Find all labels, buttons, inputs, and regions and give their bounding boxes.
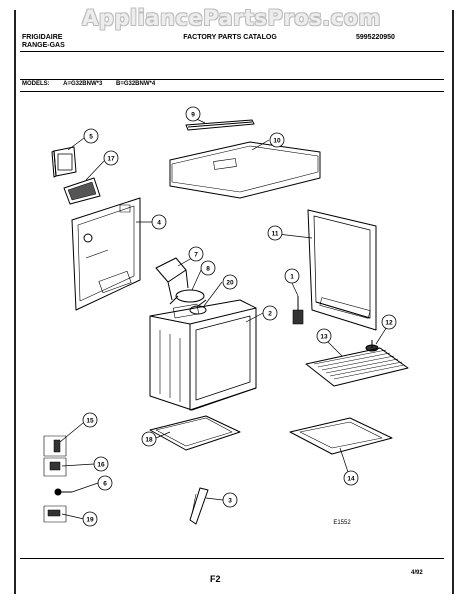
callout-15-label: 15 (86, 418, 94, 425)
page-frame (14, 10, 454, 594)
part-14-broiler-pan (289, 417, 393, 455)
callout-16-label: 16 (97, 462, 105, 469)
model-b: B=G32BNW*4 (115, 81, 156, 87)
callout-6-label: 6 (103, 481, 107, 488)
callout-4-circle (151, 214, 167, 230)
callout-4-label: 4 (157, 220, 161, 227)
callout-18-label: 18 (145, 437, 153, 444)
callout-circles (82, 106, 397, 527)
callout-2-label: 2 (268, 311, 272, 318)
part-3-spring (189, 487, 209, 525)
watermark: AppliancePartsPros.com (82, 6, 381, 30)
page-number: F2 (210, 574, 221, 584)
callout-15-circle (82, 412, 98, 428)
part-10-cooktop (169, 141, 321, 199)
callout-16-circle (93, 456, 109, 472)
callout-1-circle (284, 268, 300, 284)
part-17-plate (63, 177, 101, 205)
models-label: MODELS: (22, 81, 50, 87)
callout-5-circle (83, 128, 99, 144)
callout-12-circle (381, 314, 397, 330)
part-2-oven-body (149, 299, 257, 411)
callout-10-circle (269, 132, 285, 148)
callout-7-label: 7 (194, 252, 198, 259)
brand-block: FRIGIDAIRE RANGE-GAS (22, 34, 65, 50)
callout-3-label: 3 (228, 498, 232, 505)
catalog-title: FACTORY PARTS CATALOG (183, 34, 277, 41)
figure-id: E1552 (333, 520, 351, 526)
part-19-connector (43, 505, 67, 523)
callout-19-label: 19 (86, 517, 94, 524)
callout-20-label: 20 (226, 280, 234, 287)
callout-5-label: 5 (89, 134, 93, 141)
part-16-clip (43, 457, 67, 477)
callout-1-label: 1 (290, 274, 294, 281)
footer-divider (20, 558, 444, 559)
header-divider (20, 51, 444, 52)
part-1-hinge (292, 296, 304, 325)
part-7-burner-bracket (155, 257, 189, 301)
revision-date: 4/92 (411, 570, 423, 576)
part-9-top-trim (185, 119, 255, 131)
callout-20-circle (222, 274, 238, 290)
callout-9-circle (185, 106, 201, 122)
callout-17-circle (103, 150, 119, 166)
models-line: MODELS: A=G32BNW*3 B=G32BNW*4 (22, 81, 167, 87)
part-13-oven-rack (305, 347, 409, 387)
models-divider-top (20, 79, 444, 80)
product-type: RANGE-GAS (22, 42, 65, 49)
callout-14-circle (343, 470, 359, 486)
leader-lines (59, 113, 391, 520)
part-8-burner (169, 289, 205, 305)
callout-8-circle (200, 260, 216, 276)
callout-2-circle (262, 305, 278, 321)
callout-12-label: 12 (385, 320, 393, 327)
callout-3-circle (222, 492, 238, 508)
model-a: A=G32BNW*3 (63, 81, 103, 87)
callout-13-label: 13 (320, 334, 328, 341)
callout-9-label: 9 (191, 112, 195, 119)
callout-11-circle (267, 225, 283, 241)
callout-7-circle (188, 246, 204, 262)
callout-17-label: 17 (107, 156, 115, 163)
part-4-back-panel (71, 197, 141, 311)
models-divider-bottom (20, 91, 444, 92)
part-11-oven-door (307, 209, 377, 331)
part-5-bracket (51, 146, 77, 178)
callout-18-circle (141, 431, 157, 447)
callout-6-circle (97, 475, 113, 491)
callout-8-label: 8 (206, 266, 210, 273)
part-15-valve (43, 435, 67, 457)
callout-11-label: 11 (272, 231, 279, 238)
callout-13-circle (316, 328, 332, 344)
callout-19-circle (82, 511, 98, 527)
catalog-number: 5995220950 (356, 34, 395, 41)
callout-14-label: 14 (347, 476, 355, 483)
brand-name: FRIGIDAIRE (22, 34, 63, 41)
callout-10-label: 10 (273, 138, 281, 145)
part-18-bottom-panel (149, 415, 241, 451)
part-6-screw (54, 488, 72, 496)
